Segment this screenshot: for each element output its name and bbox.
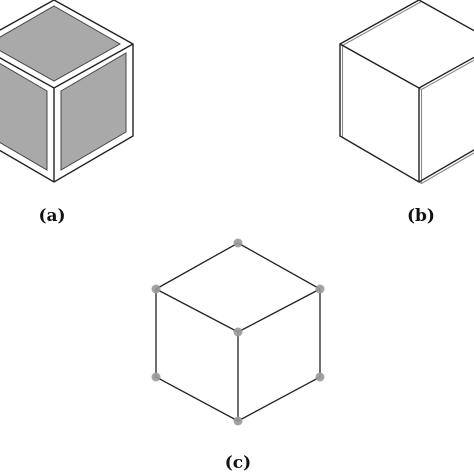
cube-a-left-face	[0, 62, 48, 171]
vertex-marker	[233, 416, 243, 426]
cube-a-right-face	[60, 52, 127, 171]
panel-c-label: (c)	[225, 453, 251, 473]
panel-b: (b)	[339, 0, 474, 226]
cube-b-inner-strokes	[341, 0, 474, 185]
cube-a-top-face	[0, 5, 122, 82]
vertex-marker	[233, 327, 243, 337]
cube-c-vertex-markers	[151, 238, 325, 426]
vertex-marker	[315, 284, 325, 294]
panel-a: (a)	[0, 0, 134, 226]
panel-a-label: (a)	[38, 206, 65, 226]
vertex-marker	[315, 372, 325, 382]
panel-c: (c)	[151, 238, 325, 473]
vertex-marker	[151, 284, 161, 294]
cube-b-outline	[339, 0, 474, 183]
panel-b-label: (b)	[407, 206, 435, 226]
vertex-marker	[151, 372, 161, 382]
vertex-marker	[233, 238, 243, 248]
